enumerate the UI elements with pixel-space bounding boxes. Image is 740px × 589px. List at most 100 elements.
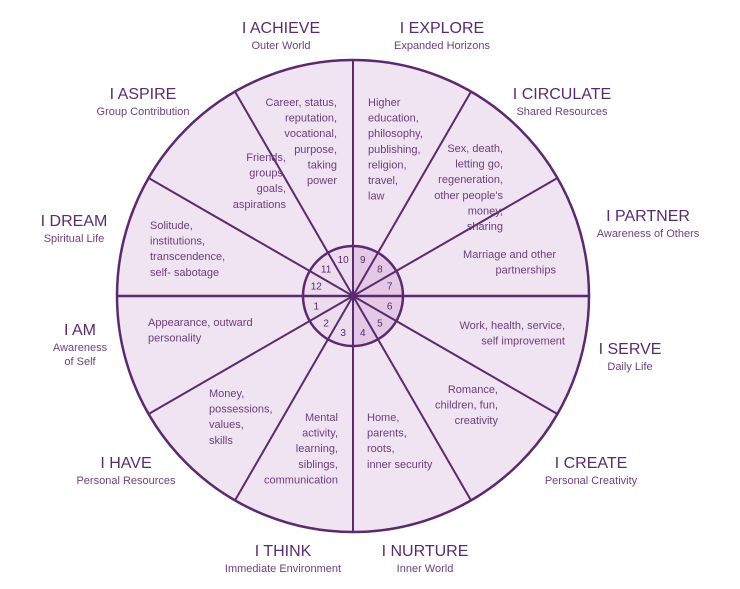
description-line: personality bbox=[148, 333, 202, 345]
house-7-title: I PARTNER bbox=[606, 208, 690, 225]
house-divider bbox=[352, 177, 558, 297]
house-divider bbox=[148, 295, 354, 415]
house-6-description: Work, health, service, self improvement bbox=[459, 320, 565, 348]
house-3-subtitle: Immediate Environment bbox=[225, 563, 341, 575]
house-12-title: I DREAM bbox=[41, 213, 108, 230]
description-line: inner security bbox=[367, 459, 433, 471]
description-line: groups, bbox=[249, 168, 286, 180]
house-2-subtitle: Personal Resources bbox=[76, 475, 176, 487]
description-line: Friends, bbox=[246, 152, 286, 164]
house-5-subtitle: Personal Creativity bbox=[545, 475, 638, 487]
hub-segment bbox=[353, 252, 397, 296]
description-line: Home, bbox=[367, 412, 399, 424]
house-4-title: I NURTURE bbox=[382, 543, 469, 560]
description-line: Work, health, service, bbox=[459, 320, 565, 332]
house-10-subtitle: Outer World bbox=[251, 40, 310, 52]
description-line: Money, bbox=[209, 388, 244, 400]
house-11-title: I ASPIRE bbox=[110, 86, 177, 103]
description-line: religion, bbox=[368, 159, 407, 171]
description-line: activity, bbox=[302, 428, 338, 440]
house-12-subtitle: Spiritual Life bbox=[44, 233, 105, 245]
description-line: aspirations bbox=[233, 199, 287, 211]
description-line: goals, bbox=[257, 183, 286, 195]
house-7-description: Marriage and other partnerships bbox=[463, 249, 556, 277]
description-line: reputation, bbox=[285, 113, 337, 125]
house-divider bbox=[352, 91, 472, 297]
house-number-11: 11 bbox=[321, 265, 332, 276]
description-line: sharing bbox=[467, 221, 503, 233]
description-line: Marriage and other bbox=[463, 249, 556, 261]
description-line: power bbox=[307, 175, 337, 187]
house-5-title: I CREATE bbox=[555, 455, 628, 472]
house-1-subtitle: of Self bbox=[64, 356, 96, 368]
house-2-description: Money, possessions, values, skills bbox=[209, 388, 273, 447]
house-8-description: Sex, death,letting go,regeneration,other… bbox=[434, 143, 503, 233]
house-number-8: 8 bbox=[377, 265, 383, 276]
description-line: Solitude, bbox=[150, 220, 193, 232]
description-line: communication bbox=[264, 474, 338, 486]
description-line: skills bbox=[209, 435, 233, 447]
description-line: transcendence, bbox=[150, 251, 225, 263]
house-1-title: I AM bbox=[64, 322, 96, 339]
description-line: letting go, bbox=[455, 159, 503, 171]
description-line: creativity bbox=[455, 415, 499, 427]
house-7-subtitle: Awareness of Others bbox=[597, 228, 700, 240]
description-line: money, bbox=[468, 205, 503, 217]
description-line: vocational, bbox=[284, 128, 337, 140]
house-divider bbox=[234, 295, 354, 501]
house-8-subtitle: Shared Resources bbox=[516, 106, 608, 118]
house-number-10: 10 bbox=[338, 255, 350, 266]
description-line: self improvement bbox=[481, 336, 565, 348]
house-number-3: 3 bbox=[340, 328, 346, 339]
house-12-description: Solitude,institutions,transcendence,self… bbox=[150, 220, 225, 279]
house-9-subtitle: Expanded Horizons bbox=[394, 40, 491, 52]
house-4-subtitle: Inner World bbox=[397, 563, 454, 575]
house-2-title: I HAVE bbox=[100, 455, 151, 472]
house-3-title: I THINK bbox=[255, 543, 312, 560]
house-11-description: Friends, groups, goals, aspirations bbox=[233, 152, 287, 211]
house-number-9: 9 bbox=[360, 255, 366, 266]
house-8-title: I CIRCULATE bbox=[513, 86, 611, 103]
house-number-7: 7 bbox=[387, 282, 393, 293]
description-line: law bbox=[368, 191, 385, 203]
description-line: learning, bbox=[296, 443, 338, 455]
house-number-1: 1 bbox=[314, 301, 320, 312]
hub-segment bbox=[353, 296, 397, 340]
house-5-description: Romance,children, fun,creativity bbox=[435, 384, 498, 427]
description-line: Higher bbox=[368, 97, 401, 109]
house-divider bbox=[352, 295, 472, 501]
house-10-description: Career, status,reputation,vocational,pur… bbox=[265, 97, 337, 187]
description-line: possessions, bbox=[209, 404, 273, 416]
house-number-12: 12 bbox=[311, 282, 323, 293]
house-9-title: I EXPLORE bbox=[400, 20, 484, 37]
house-9-description: Higher education, philosophy, publishing, re… bbox=[368, 97, 423, 203]
house-number-6: 6 bbox=[387, 301, 393, 312]
description-line: Mental bbox=[305, 412, 338, 424]
description-line: values, bbox=[209, 419, 244, 431]
description-line: Appearance, outward bbox=[148, 317, 253, 329]
description-line: roots, bbox=[367, 443, 395, 455]
house-number-5: 5 bbox=[377, 318, 383, 329]
house-6-subtitle: Daily Life bbox=[607, 361, 652, 373]
description-line: philosophy, bbox=[368, 128, 423, 140]
description-line: Romance, bbox=[448, 384, 498, 396]
house-divider bbox=[352, 295, 558, 415]
house-number-2: 2 bbox=[323, 318, 329, 329]
house-6-title: I SERVE bbox=[599, 341, 662, 358]
hub-segment bbox=[309, 296, 353, 340]
description-line: Sex, death, bbox=[447, 143, 503, 155]
description-line: self- sabotage bbox=[150, 267, 219, 279]
description-line: siblings, bbox=[298, 459, 338, 471]
description-line: travel, bbox=[368, 175, 398, 187]
house-11-subtitle: Group Contribution bbox=[97, 106, 190, 118]
hub-segment bbox=[309, 252, 353, 296]
house-number-4: 4 bbox=[360, 328, 366, 339]
description-line: publishing, bbox=[368, 144, 421, 156]
house-1-description: Appearance, outward personality bbox=[148, 317, 253, 345]
description-line: other people's bbox=[434, 190, 503, 202]
description-line: education, bbox=[368, 113, 419, 125]
house-3-description: Mental activity, learning, siblings, communi… bbox=[264, 412, 338, 486]
description-line: partnerships bbox=[495, 265, 556, 277]
